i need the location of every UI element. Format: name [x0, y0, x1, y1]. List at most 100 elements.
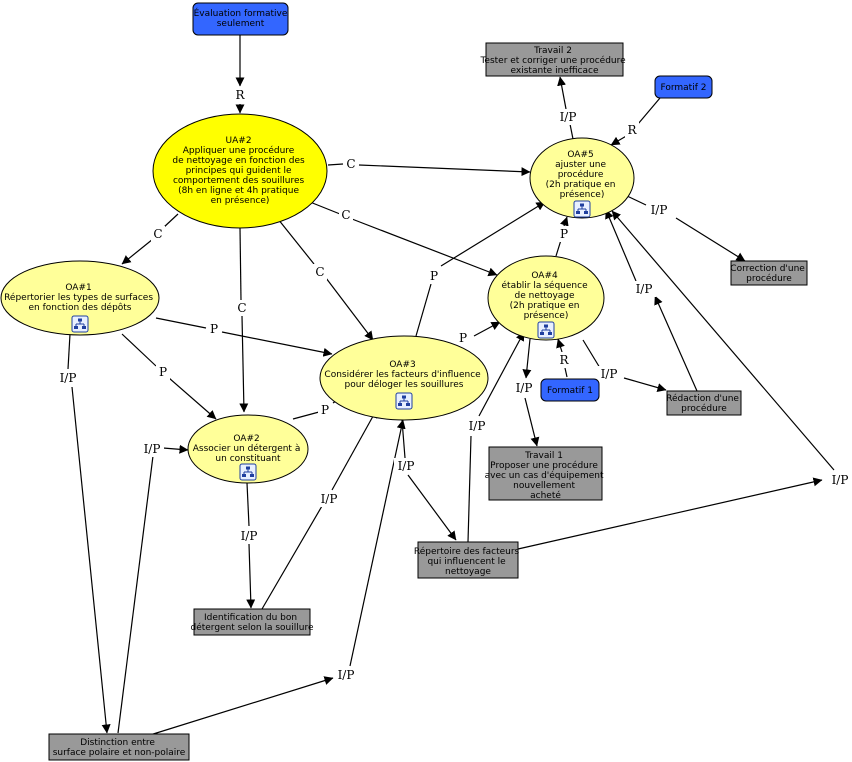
svg-text:UA#2 Appliquer une pro: UA#2 Appliquer une procédure de nettoyag… [172, 136, 307, 206]
label-ip-oa1-dist: I/P [56, 370, 80, 386]
svg-text:P: P [321, 403, 329, 417]
link-dist-to-ip-oa3 [149, 676, 334, 736]
svg-text:I/P: I/P [398, 459, 415, 473]
svg-text:Formatif 1: Formatif 1 [547, 386, 593, 396]
label-c-oa1: C [151, 226, 165, 242]
link-p-to-oa5 [440, 201, 546, 267]
svg-text:OA#1 Répertorier les t: OA#1 Répertorier les types de surfaces e… [4, 283, 156, 313]
node-travail-1[interactable]: Travail 1 Proposer une procédure avec un… [485, 446, 607, 501]
svg-text:OA#4 établir la séquen: OA#4 établir la séquence de nettoyage (2… [502, 271, 591, 321]
label-ip-travail2: I/P [556, 109, 580, 125]
connectors [67, 35, 835, 736]
svg-text:Distinction entre surf: Distinction entre surface polaire et non… [53, 738, 186, 758]
svg-text:I/P: I/P [338, 668, 355, 682]
link-c-to-oa5 [358, 164, 531, 177]
label-c-oa5: C [344, 156, 358, 172]
link-labels: R C C C C C P P P P P P I/P R I/P I/P I/… [56, 87, 852, 683]
label-p-oa4-oa5: P [557, 226, 571, 242]
node-oa2[interactable]: OA#2 Associer un détergent à un constitu… [187, 414, 309, 484]
link-ip-to-oa3-c [349, 419, 406, 667]
link-oa3-to-p-oa5 [415, 283, 432, 337]
label-ip-redaction: I/P [597, 366, 621, 382]
link-ip-to-repertoire [407, 474, 457, 541]
label-ip-far: I/P [828, 472, 852, 488]
link-oa4-to-ip-t1 [522, 338, 532, 379]
link-p-to-oa5-b [560, 216, 569, 227]
node-oa4[interactable]: OA#4 établir la séquence de nettoyage (2… [487, 255, 605, 341]
link-p-to-oa2 [168, 377, 217, 420]
link-oa2-to-p [292, 411, 320, 420]
svg-text:P: P [459, 331, 467, 345]
svg-text:Correction d'une procé: Correction d'une procédure [730, 264, 807, 284]
link-repertoire-to-ip-far [517, 477, 823, 550]
node-formatif-2[interactable]: Formatif 2 [654, 75, 713, 99]
label-p-oa1-oa2: P [156, 364, 170, 380]
svg-text:P: P [430, 269, 438, 283]
label-p-oa1-oa3: P [207, 321, 221, 337]
svg-text:R: R [235, 88, 245, 102]
node-correction[interactable]: Correction d'une procédure [730, 260, 808, 286]
svg-text:C: C [315, 265, 324, 279]
link-ua2-to-c-oa2 [239, 227, 242, 301]
label-ip-oa3-repertoire: I/P [394, 458, 418, 474]
procedure-tree-icon[interactable] [573, 200, 591, 218]
link-ua2-to-c-oa4 [309, 201, 341, 215]
link-oa5-to-ip-t2 [569, 123, 574, 140]
svg-text:I/P: I/P [560, 110, 577, 124]
procedure-tree-icon[interactable] [71, 315, 89, 333]
link-ip-to-distinction [71, 386, 111, 734]
node-travail-2[interactable]: Travail 2 Tester et corriger une procédu… [479, 42, 628, 77]
node-distinction[interactable]: Distinction entre surface polaire et non… [48, 733, 190, 761]
label-c-oa4: C [339, 207, 353, 223]
svg-text:C: C [237, 301, 246, 315]
label-p-oa3-oa5: P [427, 268, 441, 284]
svg-text:I/P: I/P [651, 203, 668, 217]
svg-text:OA#3 Considérer les fa: OA#3 Considérer les facteurs d'influence… [324, 360, 483, 390]
svg-text:I/P: I/P [321, 492, 338, 506]
procedure-tree-icon[interactable] [239, 463, 257, 481]
node-identification[interactable]: Identification du bon détergent selon la… [190, 608, 314, 636]
link-oa1-to-ip [67, 333, 71, 370]
svg-text:Répertoire des facteurs: Répertoire des facteurs qui influencent … [414, 546, 522, 577]
label-c-oa2: C [235, 300, 249, 316]
svg-text:Formatif 2: Formatif 2 [661, 83, 707, 93]
svg-text:Identification du bon: Identification du bon détergent selon la… [190, 613, 313, 633]
link-c-to-oa2 [239, 315, 249, 413]
svg-text:P: P [159, 365, 167, 379]
link-ua2-to-c-oa3 [277, 218, 315, 265]
label-ip-correction: I/P [647, 202, 671, 218]
node-repertoire[interactable]: Répertoire des facteurs qui influencent … [414, 541, 522, 579]
label-ip-travail1: I/P [512, 380, 536, 396]
link-ip-to-oa5-b [611, 210, 835, 471]
label-c-oa3: C [313, 264, 327, 280]
link-ua2-to-c-oa5 [327, 163, 344, 166]
svg-text:Travail 1 Proposer une: Travail 1 Proposer une procédure avec un… [485, 451, 607, 501]
node-oa3[interactable]: OA#3 Considérer les facteurs d'influence… [319, 335, 489, 421]
node-redaction[interactable]: Rédaction d'une procédure [666, 390, 742, 416]
svg-text:R: R [559, 353, 569, 367]
link-ip-to-identification [246, 543, 256, 609]
procedure-tree-icon[interactable] [395, 392, 413, 410]
svg-text:I/P: I/P [832, 473, 849, 487]
link-ip-to-oa5-a [605, 209, 637, 282]
svg-text:I/P: I/P [60, 371, 77, 385]
node-oa5[interactable]: OA#5 ajuster une procédure (2h pratique … [529, 137, 635, 219]
link-oa4-to-p [555, 239, 562, 257]
link-ip-to-oa3 [331, 408, 378, 491]
link-r-to-oa4 [556, 338, 565, 353]
svg-text:OA#2 Associer un déter: OA#2 Associer un détergent à un constitu… [193, 434, 303, 464]
link-redaction-to-ip [654, 295, 698, 392]
label-r-formatif2: R [625, 122, 639, 138]
node-ua2[interactable]: UA#2 Appliquer une procédure de nettoyag… [152, 113, 328, 229]
label-ip-oa2-ident: I/P [237, 528, 261, 544]
procedure-tree-icon[interactable] [537, 321, 555, 339]
node-formatif-1[interactable]: Formatif 1 [540, 378, 600, 402]
svg-text:R: R [627, 123, 637, 137]
node-oa1[interactable]: OA#1 Répertorier les types de surfaces e… [0, 260, 160, 336]
link-ip-to-travail2 [557, 76, 567, 110]
link-ip-to-redaction [623, 377, 667, 392]
svg-text:I/P: I/P [601, 367, 618, 381]
